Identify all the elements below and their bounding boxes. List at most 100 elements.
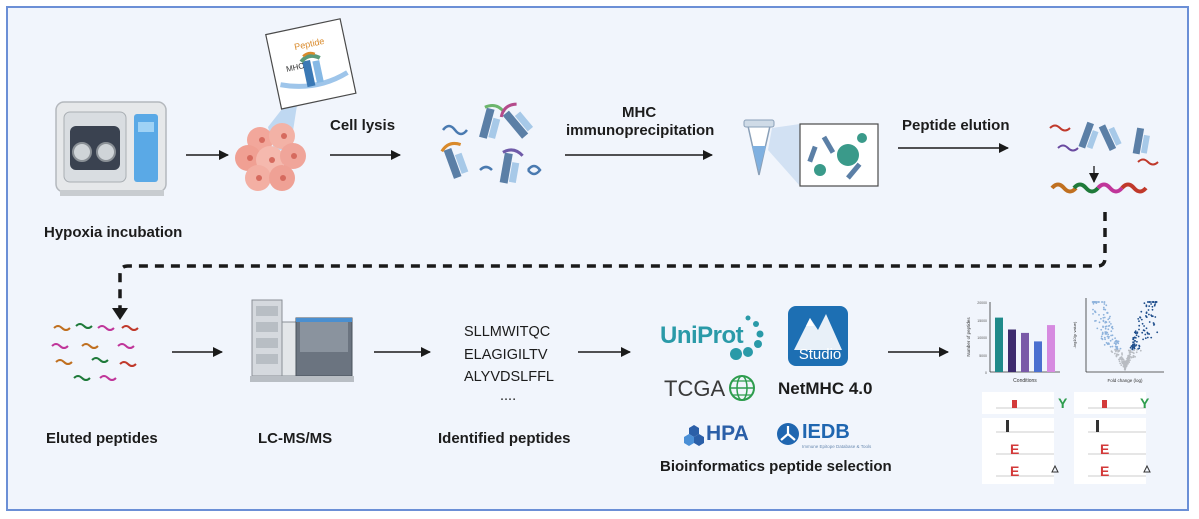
bar	[1034, 341, 1042, 372]
volcano-point	[1148, 305, 1151, 307]
volcano-point	[1117, 340, 1120, 343]
volcano-point	[1128, 352, 1131, 354]
volcano-point	[1136, 348, 1138, 351]
volcano-point	[1146, 336, 1149, 339]
volcano-point	[1111, 325, 1114, 328]
volcano-point	[1094, 301, 1097, 303]
volcano-point	[1104, 320, 1107, 323]
volcano-point	[1104, 327, 1107, 330]
volcano-plot: Fold change (log) -log10(p value)	[1072, 298, 1164, 383]
step-peptide-elution: Peptide elution	[902, 117, 1010, 134]
volcano-point	[1104, 333, 1107, 335]
volcano-point	[1096, 327, 1099, 330]
volcano-point	[1117, 342, 1120, 345]
volcano-point	[1109, 315, 1111, 318]
volcano-point	[1133, 345, 1136, 347]
volcano-point	[1115, 354, 1118, 357]
mhc-peptide-inset	[265, 18, 357, 110]
bar-chart: Number of peptides Conditions 0 5000 100…	[966, 301, 1060, 384]
volcano-point	[1121, 353, 1123, 356]
step-hypoxia-incubation: Hypoxia incubation	[44, 224, 183, 241]
volcano-point	[1117, 350, 1120, 352]
logo-letter: Y	[1140, 395, 1150, 411]
uniprot-logo-text: UniProt	[660, 322, 744, 349]
volcano-point	[1154, 301, 1157, 303]
volcano-point	[1132, 356, 1135, 359]
volcano-point	[1102, 316, 1105, 319]
volcano-point	[1103, 344, 1106, 346]
volcano-point	[1115, 346, 1118, 348]
volcano-point	[1149, 301, 1152, 303]
volcano-point	[1148, 313, 1150, 316]
volcano-point	[1121, 357, 1124, 360]
logo-letter: E	[1010, 463, 1019, 479]
volcano-point	[1115, 342, 1117, 345]
volcano-point	[1147, 309, 1150, 311]
bar-chart-ylabel: Number of peptides	[966, 317, 971, 357]
volcano-point	[1129, 346, 1132, 349]
volcano-point	[1102, 306, 1105, 309]
volcano-point	[1103, 301, 1106, 303]
volcano-point	[1133, 343, 1136, 346]
iedb-logo-subtitle: Immune Epitope Database & Tools	[802, 444, 872, 449]
bar-chart-ytick: 10000	[977, 336, 987, 340]
volcano-point	[1127, 354, 1130, 357]
volcano-point	[1103, 316, 1106, 319]
mhc-molecules-icon	[440, 102, 542, 184]
volcano-point	[1115, 349, 1118, 352]
volcano-point	[1092, 313, 1094, 315]
volcano-point	[1139, 316, 1142, 319]
logo-letter: E	[1100, 463, 1109, 479]
volcano-point	[1131, 351, 1134, 354]
volcano-point	[1111, 338, 1114, 341]
peptide-sequence: ....	[500, 388, 517, 404]
volcano-point	[1102, 313, 1105, 316]
volcano-point	[1133, 340, 1136, 342]
volcano-xlabel: Fold change (log)	[1107, 378, 1143, 383]
volcano-point	[1124, 362, 1126, 365]
volcano-point	[1141, 331, 1144, 334]
iedb-logo-text: IEDB	[802, 421, 850, 443]
volcano-point	[1144, 337, 1147, 340]
volcano-point	[1121, 360, 1123, 363]
peptide-sequence: ELAGIGILTV	[464, 347, 548, 363]
bar	[1008, 329, 1016, 372]
volcano-point	[1134, 355, 1136, 358]
bar-chart-xlabel: Conditions	[1013, 378, 1037, 384]
volcano-point	[1108, 324, 1111, 327]
step-mhc-ip-line1: MHC	[622, 104, 657, 121]
volcano-point	[1101, 333, 1104, 336]
volcano-point	[1114, 337, 1116, 340]
volcano-point	[1108, 317, 1111, 320]
volcano-point	[1126, 357, 1129, 360]
volcano-point	[1100, 328, 1103, 331]
volcano-point	[1106, 335, 1109, 338]
volcano-point	[1119, 357, 1122, 360]
volcano-point	[1136, 340, 1138, 343]
volcano-point	[1132, 343, 1134, 346]
volcano-point	[1151, 315, 1154, 318]
volcano-point	[1131, 345, 1134, 348]
volcano-point	[1118, 358, 1120, 361]
logo-letter: Y	[1058, 395, 1068, 411]
volcano-point	[1109, 345, 1112, 348]
volcano-point	[1145, 311, 1148, 314]
volcano-point	[1102, 320, 1105, 323]
volcano-point	[1133, 349, 1135, 352]
volcano-point	[1138, 345, 1141, 348]
volcano-point	[1095, 302, 1098, 304]
volcano-point	[1100, 337, 1103, 340]
volcano-point	[1138, 320, 1140, 323]
volcano-point	[1113, 342, 1116, 344]
volcano-point	[1133, 331, 1136, 334]
volcano-point	[1152, 322, 1155, 324]
volcano-point	[1110, 334, 1112, 337]
dashed-connector	[118, 212, 1107, 312]
volcano-point	[1134, 336, 1136, 339]
peptide-elution-icon	[1049, 121, 1159, 194]
volcano-point	[1109, 339, 1112, 342]
volcano-point	[1154, 316, 1157, 318]
tcga-globe-icon	[729, 375, 755, 401]
volcano-point	[1139, 349, 1142, 352]
